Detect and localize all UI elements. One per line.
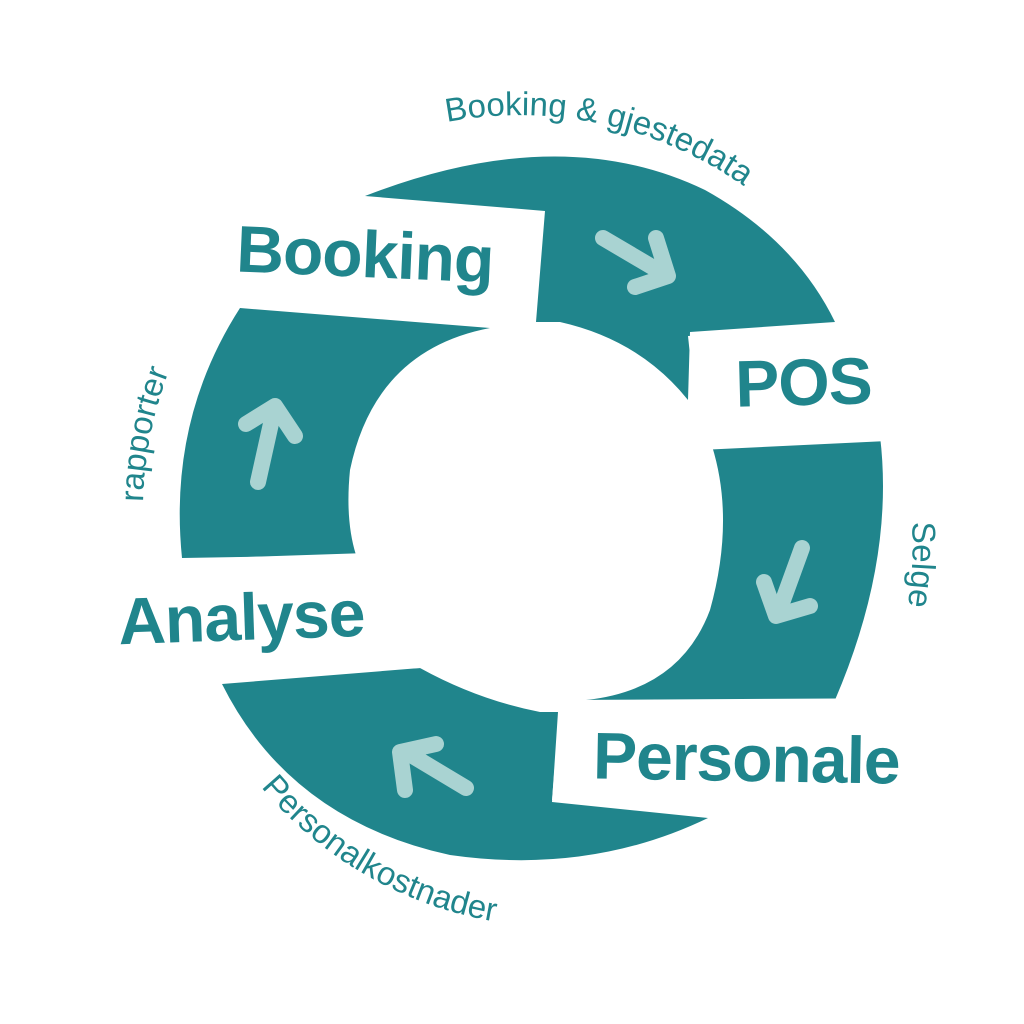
stage-personale-label: Personale <box>593 718 901 797</box>
ring-segment-analyse-booking <box>179 308 490 558</box>
stage-personale: Personale <box>552 698 934 802</box>
stage-pos-label: POS <box>734 343 872 421</box>
ring-segment-booking-pos <box>365 156 835 400</box>
arrow-down-right-icon <box>595 230 676 295</box>
stage-pos-plate <box>688 330 908 450</box>
stage-analyse-label: Analyse <box>117 576 366 659</box>
stage-pos: POS <box>688 330 908 450</box>
ring-segment-personale-analyse <box>222 668 708 861</box>
ring-segment-pos-personale <box>586 436 883 700</box>
stage-booking: Booking <box>213 200 543 325</box>
stage-analyse: Analyse <box>96 552 422 680</box>
stage-personale-plate <box>552 698 934 802</box>
arrow-up-icon <box>238 398 303 490</box>
ring-segments <box>179 156 883 861</box>
stage-booking-label: Booking <box>235 211 495 296</box>
flow-label-analyse-to-booking: rapporter <box>113 361 175 502</box>
arrow-down-left-icon <box>756 540 818 624</box>
arrow-up-left-icon <box>392 736 474 798</box>
stage-analyse-plate <box>96 552 422 680</box>
stage-booking-plate <box>213 200 543 325</box>
flow-label-pos-to-personale: Selge <box>901 521 943 610</box>
